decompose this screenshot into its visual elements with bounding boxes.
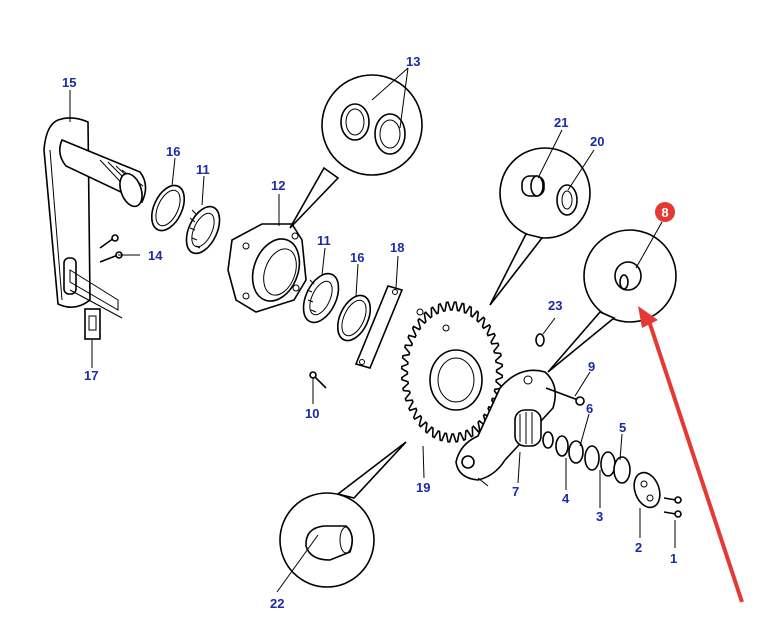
detail-circle-13 xyxy=(289,74,423,229)
highlight-badge-8: 8 xyxy=(655,202,675,222)
callout-11a: 11 xyxy=(196,162,210,177)
callout-13: 13 xyxy=(406,54,420,69)
callout-2: 2 xyxy=(635,540,642,555)
callout-22: 22 xyxy=(270,596,284,611)
pin-part-23 xyxy=(535,333,545,347)
callout-6: 6 xyxy=(586,401,593,416)
highlight-arrow xyxy=(638,306,744,603)
bracket-part-17 xyxy=(69,269,123,340)
callout-labels: 15 16 11 12 11 16 18 13 14 17 10 19 23 9… xyxy=(62,54,677,611)
bar-part-18 xyxy=(354,285,404,369)
callout-16a: 16 xyxy=(166,144,180,159)
callout-9: 9 xyxy=(588,359,595,374)
seal-ring-part-16a xyxy=(150,184,186,232)
detail-circle-8 xyxy=(547,229,677,373)
sprocket-part-19 xyxy=(400,301,504,443)
callout-5: 5 xyxy=(619,420,626,435)
arm-part-7 xyxy=(455,369,556,487)
callout-1: 1 xyxy=(670,551,677,566)
callout-14: 14 xyxy=(148,248,163,263)
detail-circle-20-21 xyxy=(489,147,591,306)
callout-19: 19 xyxy=(416,480,430,495)
callout-21: 21 xyxy=(554,115,568,130)
callout-17: 17 xyxy=(84,368,98,383)
callout-11b: 11 xyxy=(317,233,331,248)
washers-group xyxy=(542,431,682,518)
bolt-part-10 xyxy=(309,371,327,389)
bolt-part-9 xyxy=(545,387,585,406)
bearing-housing-part-12 xyxy=(227,223,307,313)
callout-23: 23 xyxy=(548,298,562,313)
bearing-part-11a xyxy=(185,205,221,255)
seal-ring-part-16b xyxy=(336,294,372,342)
callout-18: 18 xyxy=(390,240,404,255)
callout-20: 20 xyxy=(590,134,604,149)
callout-8: 8 xyxy=(661,205,668,220)
detail-circle-22 xyxy=(279,441,407,588)
callout-15: 15 xyxy=(62,75,76,90)
bolts-part-14 xyxy=(99,234,123,263)
callout-16b: 16 xyxy=(350,250,364,265)
callout-4: 4 xyxy=(562,491,570,506)
callout-7: 7 xyxy=(512,484,519,499)
callout-3: 3 xyxy=(596,509,603,524)
callout-10: 10 xyxy=(305,406,319,421)
leader-lines xyxy=(69,67,676,593)
lever-arm-part-15 xyxy=(43,117,147,308)
bearing-part-11b xyxy=(302,272,340,324)
callout-12: 12 xyxy=(271,178,285,193)
